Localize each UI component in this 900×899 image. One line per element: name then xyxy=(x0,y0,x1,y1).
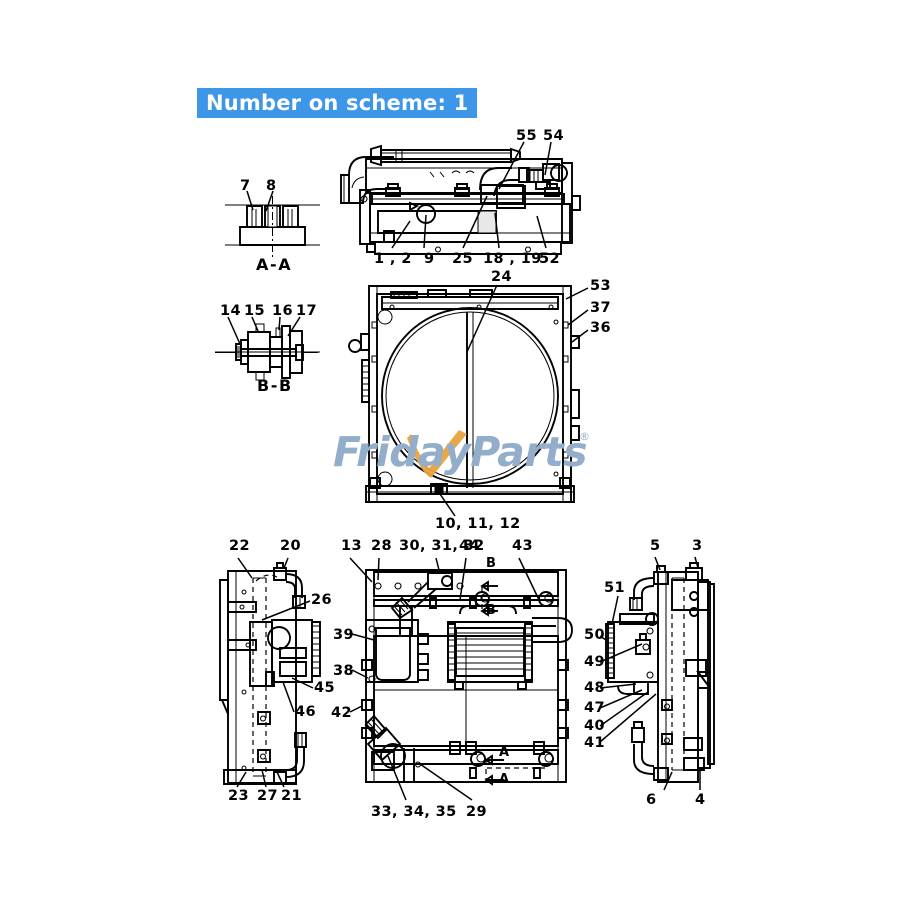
callout-20: 20 xyxy=(280,538,301,554)
watermark-text: FridayParts xyxy=(333,428,588,476)
section-aa-drawing xyxy=(225,190,320,258)
callout-23: 23 xyxy=(228,788,249,804)
callout-27: 27 xyxy=(257,788,278,804)
callout-24: 24 xyxy=(491,269,512,285)
callout-52: 52 xyxy=(539,251,560,267)
callout-25: 25 xyxy=(452,251,473,267)
callout-50: 50 xyxy=(584,627,605,643)
callout-54: 54 xyxy=(543,128,564,144)
callout-41: 41 xyxy=(584,735,605,751)
callout-8: 8 xyxy=(266,178,277,194)
callout-53: 53 xyxy=(590,278,611,294)
callout-28: 28 xyxy=(371,538,392,554)
callout-14: 14 xyxy=(220,303,241,319)
callout-42: 42 xyxy=(331,705,352,721)
callout-16: 16 xyxy=(272,303,293,319)
callout-22: 22 xyxy=(229,538,250,554)
section-mark-b-top: B xyxy=(486,556,496,571)
callout-15: 15 xyxy=(244,303,265,319)
callout-4: 4 xyxy=(695,792,706,808)
callout-1-2: 1 , 2 xyxy=(374,251,412,267)
radiator-core-drawing xyxy=(348,284,589,517)
fridayparts-watermark: FridayParts ® xyxy=(333,428,593,478)
callout-40: 40 xyxy=(584,718,605,734)
callout-17: 17 xyxy=(296,303,317,319)
callout-26: 26 xyxy=(311,592,332,608)
callout-55: 55 xyxy=(516,128,537,144)
callout-43: 43 xyxy=(512,538,533,554)
callout-44: 44 xyxy=(459,538,480,554)
callout-37: 37 xyxy=(590,300,611,316)
callout-33-34-35: 33, 34, 35 xyxy=(371,804,457,820)
callout-45: 45 xyxy=(314,680,335,696)
callout-39: 39 xyxy=(333,627,354,643)
section-mark-a-top: A xyxy=(499,745,510,760)
callout-51: 51 xyxy=(604,580,625,596)
callout-3: 3 xyxy=(692,538,703,554)
callout-48: 48 xyxy=(584,680,605,696)
callout-7: 7 xyxy=(240,178,251,194)
watermark-check-icon xyxy=(407,430,467,478)
callout-21: 21 xyxy=(281,788,302,804)
scheme-number-banner: Number on scheme: 1 xyxy=(197,88,478,118)
section-mark-a-bottom: A xyxy=(499,772,510,787)
callout-5: 5 xyxy=(650,538,661,554)
callout-18-19: 18 , 19 xyxy=(483,251,542,267)
callout-9: 9 xyxy=(424,251,435,267)
section-label-aa: A-A xyxy=(256,255,293,274)
watermark-registered-mark: ® xyxy=(579,430,590,443)
callout-30-31-32: 30, 31, 32 xyxy=(399,538,485,554)
center-assembly-drawing xyxy=(349,557,573,801)
callout-13: 13 xyxy=(341,538,362,554)
callout-49: 49 xyxy=(584,654,605,670)
left-assembly-drawing xyxy=(219,557,321,788)
section-bb-drawing xyxy=(215,316,320,381)
scheme-number-text: Number on scheme: 1 xyxy=(206,91,469,115)
callout-47: 47 xyxy=(584,700,605,716)
section-label-bb: B-B xyxy=(257,376,293,395)
callout-38: 38 xyxy=(333,663,354,679)
callout-36: 36 xyxy=(590,320,611,336)
top-assembly-drawing xyxy=(340,141,581,255)
callout-29: 29 xyxy=(466,804,487,820)
section-mark-b-bottom: B xyxy=(486,603,496,618)
callout-6: 6 xyxy=(646,792,657,808)
callout-10-11-12: 10, 11, 12 xyxy=(435,516,521,532)
callout-46: 46 xyxy=(295,704,316,720)
